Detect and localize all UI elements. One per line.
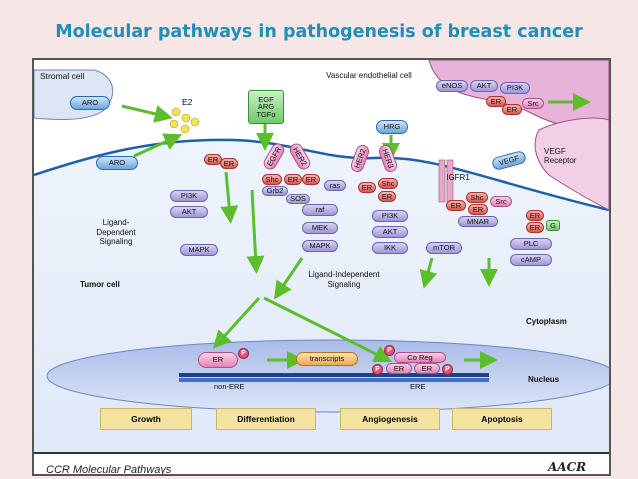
arrow-er-mem-down bbox=[220, 171, 239, 224]
er-shc-node-1b: ER bbox=[302, 174, 320, 185]
e2-label: E2 bbox=[182, 97, 193, 107]
e2-molecules bbox=[169, 107, 200, 134]
er-vasc-node-1: ER bbox=[486, 96, 506, 107]
vascular-endothelial-label: Vascular endothelial cell bbox=[326, 71, 412, 80]
pi3k-vasc-node: PI3K bbox=[500, 82, 530, 94]
vegf-receptor-cell bbox=[534, 117, 609, 211]
co-reg-node: Co Reg bbox=[394, 352, 446, 363]
tgfa-label: TGFα bbox=[256, 109, 276, 119]
outcome-growth: Growth bbox=[100, 408, 192, 430]
arrow-shc-down bbox=[246, 189, 265, 274]
footer-caption: CCR Molecular Pathways bbox=[46, 464, 172, 476]
ere-label: ERE bbox=[410, 382, 426, 391]
arrow-mtor-down bbox=[419, 257, 438, 289]
pi3k-mid-node: PI3K bbox=[372, 210, 408, 222]
akt-left-node: AKT bbox=[170, 206, 208, 218]
ligand-dependent-label: Ligand-Dependent Signaling bbox=[96, 218, 136, 247]
transcripts-node: transcripts bbox=[296, 352, 358, 366]
plc-node: PLC bbox=[510, 238, 552, 250]
mek-node: MEK bbox=[302, 222, 338, 234]
camp-node: cAMP bbox=[510, 254, 552, 266]
er-membrane-node-2: ER bbox=[220, 158, 238, 169]
sos-node: SOS bbox=[286, 194, 310, 204]
shc-node-2: Shc bbox=[378, 178, 398, 189]
stromal-cell-label: Stromal cell bbox=[40, 71, 85, 81]
arrow-mapk-down bbox=[273, 257, 304, 300]
phospho-p4: P bbox=[442, 364, 453, 375]
g-protein-node: G bbox=[546, 220, 560, 231]
er-shc-node-1: ER bbox=[284, 174, 302, 185]
enos-node: eNOS bbox=[436, 80, 468, 92]
arg-label: ARG bbox=[257, 102, 275, 112]
ligand-independent-label: Ligand-Independent Signaling bbox=[308, 270, 380, 289]
cytoplasm-label: Cytoplasm bbox=[526, 317, 567, 326]
nucleus-label: Nucleus bbox=[528, 375, 560, 384]
ras-node: ras bbox=[324, 180, 346, 191]
er-nucleus-node-2: ER bbox=[386, 363, 412, 374]
er-igf-node-1: ER bbox=[446, 200, 466, 211]
pathway-figure: Stromal cell Vascular endothelial cell E… bbox=[32, 58, 611, 476]
akt-vasc-node: AKT bbox=[470, 80, 498, 92]
dna-strand-2 bbox=[179, 378, 489, 382]
er-nucleus-node: ER bbox=[198, 352, 238, 368]
arrow-aro-tumor bbox=[133, 133, 183, 158]
aro-tumor-node: ARO bbox=[96, 156, 138, 170]
igfr-bar bbox=[438, 159, 446, 203]
shc-node-1: Shc bbox=[262, 174, 282, 185]
dna-strand bbox=[179, 373, 489, 377]
outcome-differentiation: Differentiation bbox=[216, 408, 316, 430]
figure-footer bbox=[34, 452, 609, 474]
ikk-node: IKK bbox=[372, 242, 408, 254]
tumor-cell-label: Tumor cell bbox=[80, 280, 120, 289]
aacr-logo: AACR bbox=[548, 460, 587, 474]
grb2-node: Grb2 bbox=[262, 186, 288, 196]
phospho-p3: P bbox=[372, 364, 383, 375]
mapk-left-node: MAPK bbox=[180, 244, 218, 256]
phospho-p1: P bbox=[238, 348, 249, 359]
igfr1-label: IGFR1 bbox=[446, 173, 470, 182]
aro-stromal-node: ARO bbox=[70, 96, 110, 110]
er-her-node-b: ER bbox=[378, 191, 396, 202]
growth-factor-box: EGF ARG TGFα bbox=[248, 90, 284, 124]
outcome-apoptosis: Apoptosis bbox=[452, 408, 552, 430]
non-ere-label: non-ERE bbox=[214, 382, 245, 391]
arrow-to-coreg bbox=[263, 296, 393, 363]
pi3k-left-node: PI3K bbox=[170, 190, 208, 202]
er-g-node-2: ER bbox=[526, 222, 544, 233]
vegf-receptor-label: VEGF Receptor bbox=[544, 147, 577, 165]
cell-membrane bbox=[34, 138, 609, 212]
er-her-node: ER bbox=[358, 182, 376, 193]
phospho-p2: P bbox=[384, 345, 395, 356]
er-igf-node-2: ER bbox=[468, 204, 488, 215]
shc-node-3: Shc bbox=[466, 192, 488, 203]
egf-label: EGF bbox=[258, 94, 274, 104]
arrow-to-er-nuc bbox=[212, 296, 261, 349]
er-nucleus-node-3: ER bbox=[414, 363, 440, 374]
raf-node: raf bbox=[302, 204, 338, 216]
arrow-aro-e2 bbox=[121, 104, 173, 123]
er-vasc-node-2: ER bbox=[502, 104, 522, 115]
src-vasc-node: Src bbox=[522, 98, 544, 109]
src-node-3: Src bbox=[490, 196, 512, 207]
slide-title: Molecular pathways in pathogenesis of br… bbox=[55, 22, 583, 42]
er-g-node-1: ER bbox=[526, 210, 544, 221]
akt-mid-node: AKT bbox=[372, 226, 408, 238]
outcome-angiogenesis: Angiogenesis bbox=[340, 408, 440, 430]
mtor-node: mTOR bbox=[426, 242, 462, 254]
mapk-mid-node: MAPK bbox=[302, 240, 338, 252]
hrg-node: HRG bbox=[376, 120, 408, 134]
mnar-node: MNAR bbox=[458, 216, 498, 227]
